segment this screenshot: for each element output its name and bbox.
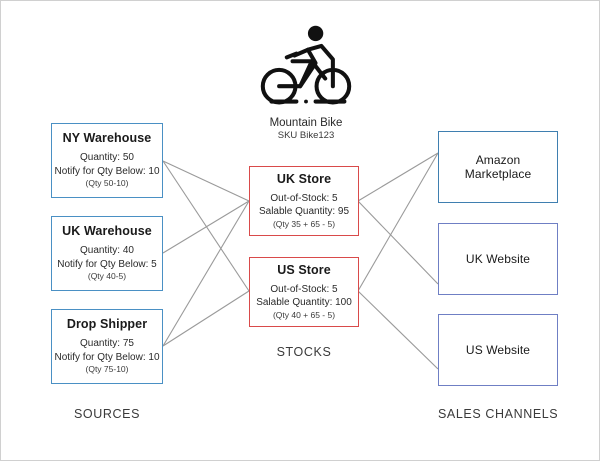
product-sku: SKU Bike123	[277, 130, 335, 141]
stock-title: US Store	[277, 262, 331, 277]
product-name: Mountain Bike	[269, 117, 343, 129]
source-notify: Notify for Qty Below: 10	[54, 351, 160, 363]
stock-out-of-stock: Out-of-Stock: 5	[270, 283, 338, 295]
channel-node-uk-website[interactable]: UK Website	[438, 223, 558, 295]
stock-salable-quantity: Salable Quantity: 95	[258, 206, 350, 218]
source-title: UK Warehouse	[62, 224, 152, 239]
source-formula: (Qty 50-10)	[85, 178, 129, 189]
source-formula: (Qty 40-5)	[87, 271, 127, 282]
channel-label-line1: UK Website	[465, 251, 531, 266]
stock-node-us-store[interactable]: US Store Out-of-Stock: 5 Salable Quantit…	[249, 257, 359, 327]
product-block: Mountain Bike SKU Bike123	[256, 19, 356, 141]
stock-formula: (Qty 40 + 65 - 5)	[272, 309, 336, 320]
source-title: NY Warehouse	[62, 131, 152, 146]
cyclist-bike-icon	[260, 25, 352, 105]
group-label-sales-channels: SALES CHANNELS	[438, 407, 559, 421]
source-formula: (Qty 75-10)	[85, 364, 129, 375]
source-notify: Notify for Qty Below: 5	[57, 258, 157, 270]
stock-formula: (Qty 35 + 65 - 5)	[272, 218, 336, 229]
stock-salable-quantity: Salable Quantity: 100	[256, 297, 352, 309]
channel-label-line2: Marketplace	[464, 167, 532, 181]
channel-node-amazon-marketplace[interactable]: Amazon Marketplace	[438, 131, 558, 203]
source-node-uk-warehouse[interactable]: UK Warehouse Quantity: 40 Notify for Qty…	[51, 216, 163, 291]
group-label-stocks: STOCKS	[276, 345, 332, 359]
source-notify: Notify for Qty Below: 10	[54, 165, 160, 177]
stock-node-uk-store[interactable]: UK Store Out-of-Stock: 5 Salable Quantit…	[249, 166, 359, 236]
source-quantity: Quantity: 75	[80, 338, 134, 350]
source-node-drop-shipper[interactable]: Drop Shipper Quantity: 75 Notify for Qty…	[51, 309, 163, 384]
channel-label-line1: US Website	[465, 342, 531, 357]
source-title: Drop Shipper	[66, 317, 148, 332]
stock-title: UK Store	[276, 171, 332, 186]
source-node-ny-warehouse[interactable]: NY Warehouse Quantity: 50 Notify for Qty…	[51, 123, 163, 198]
channel-node-us-website[interactable]: US Website	[438, 314, 558, 386]
source-quantity: Quantity: 40	[80, 245, 134, 257]
group-label-sources: SOURCES	[73, 407, 141, 421]
source-quantity: Quantity: 50	[80, 152, 134, 164]
channel-label-line1: Amazon	[475, 152, 521, 167]
stock-out-of-stock: Out-of-Stock: 5	[270, 192, 338, 204]
